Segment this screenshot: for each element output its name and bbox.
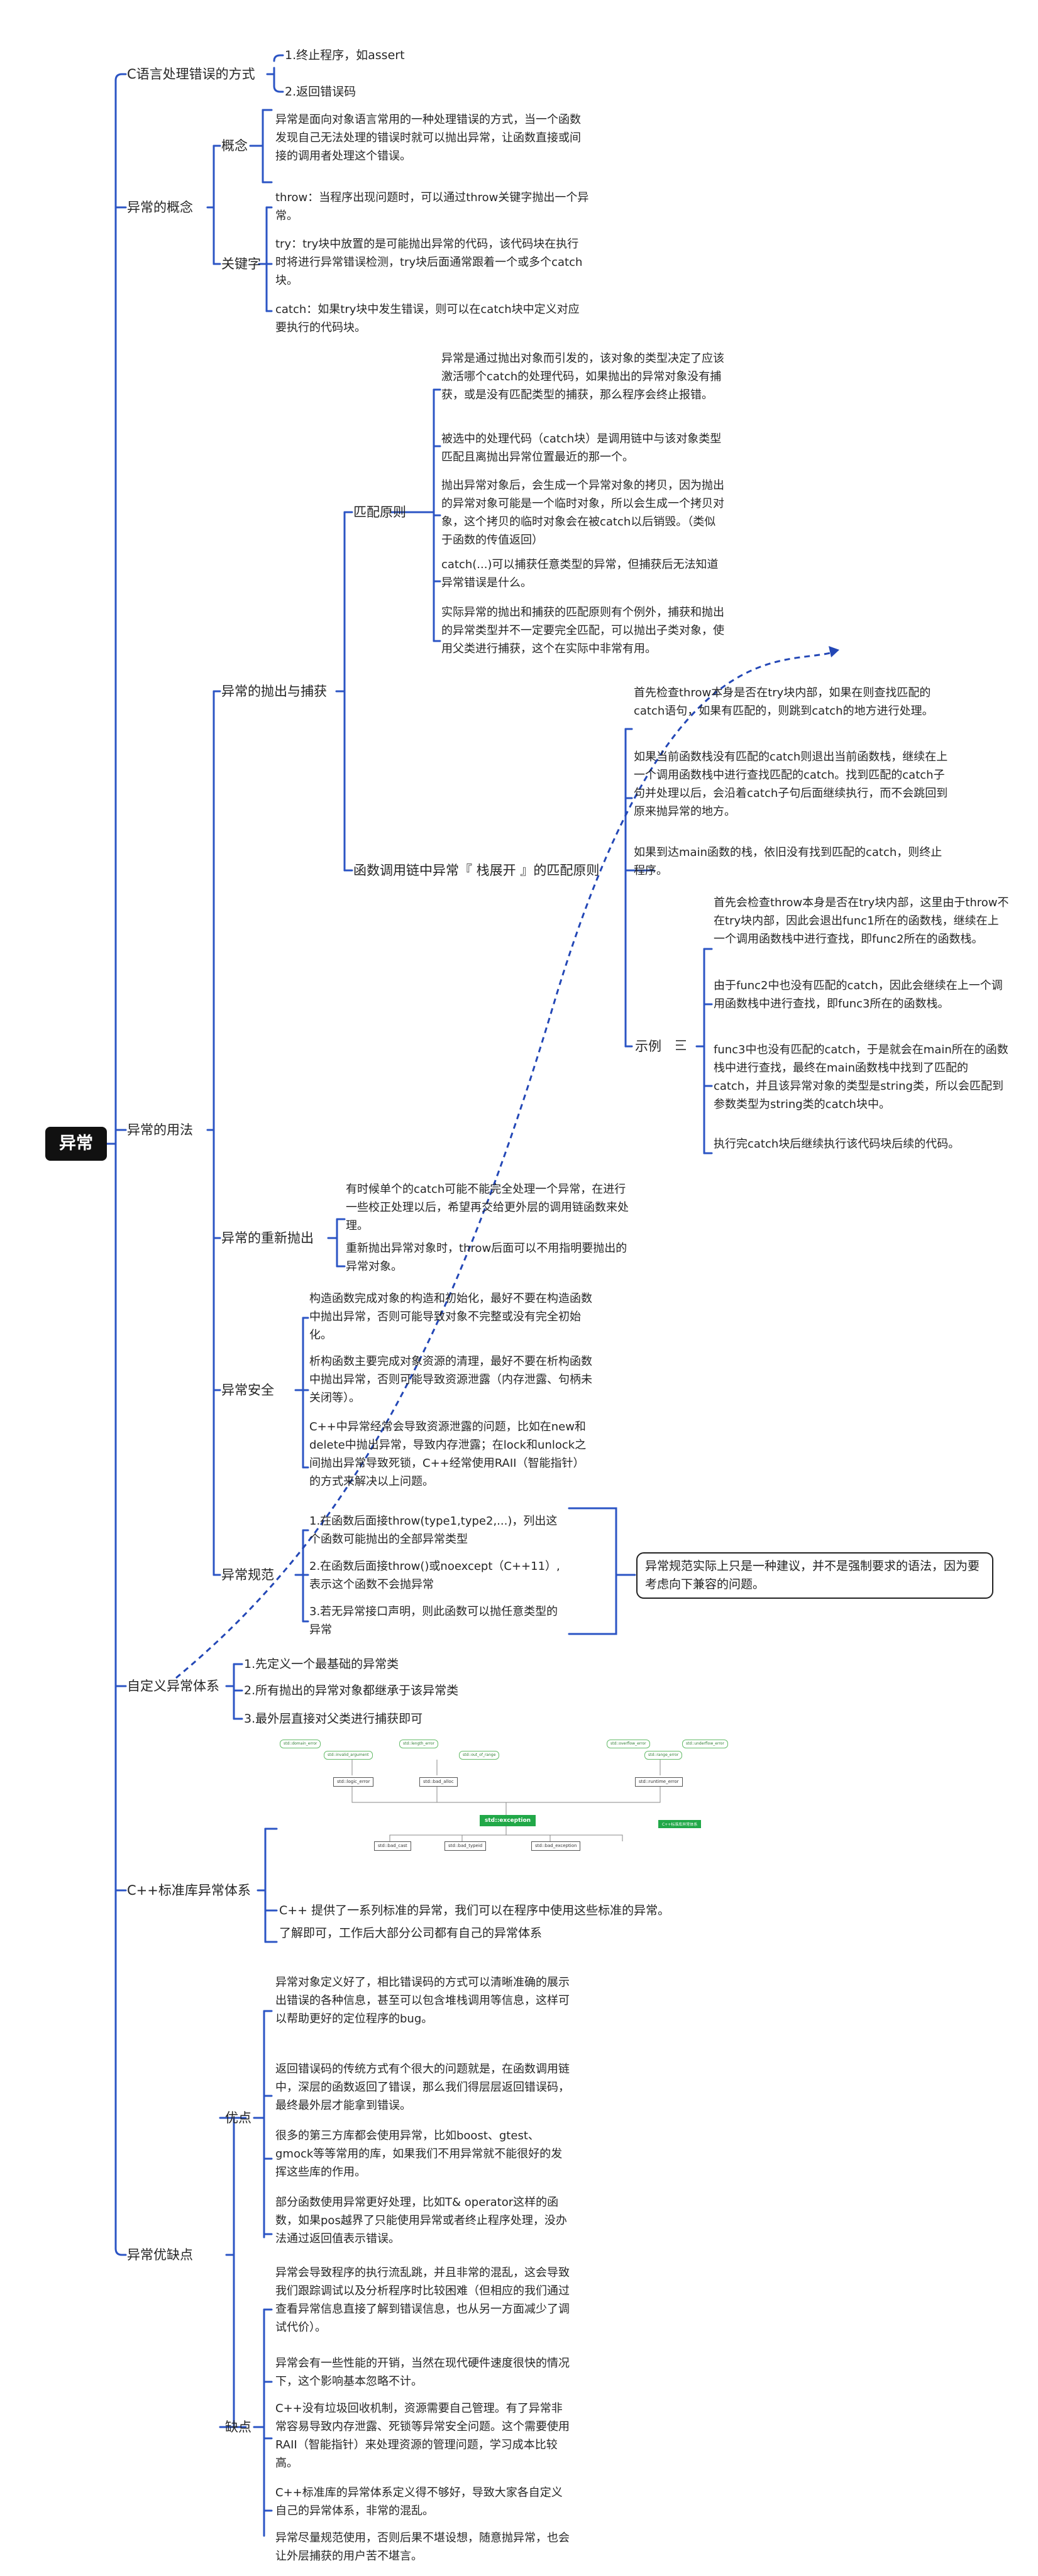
node-cons[interactable]: 缺点 (225, 2420, 251, 2435)
text-cons-5: 异常尽量规范使用，否则后果不堪设想，随意抛异常，也会让外层捕获的用户苦不堪言。 (275, 2531, 570, 2563)
node-c-error-handling[interactable]: C语言处理错误的方式 (127, 67, 255, 82)
hier-center: std::exception (480, 1815, 536, 1826)
text-unwind-3: 如果到达main函数的栈，依旧没有找到匹配的catch，则终止程序。 (634, 846, 942, 877)
text-match-4: catch(...)可以捕获任意类型的异常，但捕获后无法知道异常错误是什么。 (441, 558, 719, 589)
note-spec-callout: 异常规范实际上只是一种建议，并不是强制要求的语法，因为要考虑向下兼容的问题。 (636, 1552, 993, 1599)
text-safety-2: 析构函数主要完成对象资源的清理，最好不要在析构函数中抛出异常，否则可能导致资源泄… (309, 1355, 592, 1405)
text-match-5: 实际异常的抛出和捕获的匹配原则有个例外，捕获和抛出的异常类型并不一定要完全匹配，… (441, 606, 724, 655)
hier-top-3: std::out_of_range (459, 1751, 500, 1760)
std-exception-hierarchy-image: std::domain_error std::invalid_argument … (280, 1735, 732, 1860)
node-exception-safety[interactable]: 异常安全 (221, 1383, 274, 1398)
hier-top-1: std::invalid_argument (324, 1751, 373, 1760)
leaf-std-1: C++ 提供了一系列标准的异常，我们可以在程序中使用这些标准的异常。 (279, 1904, 670, 1917)
arrowhead-icon (829, 646, 839, 657)
text-keyword-catch: catch：如果try块中发生错误，则可以在catch块中定义对应要执行的代码块… (275, 303, 580, 334)
node-exception-spec[interactable]: 异常规范 (221, 1567, 274, 1582)
hier-top-0: std::domain_error (280, 1740, 321, 1748)
node-stack-unwind[interactable]: 函数调用链中异常『 栈展开 』的匹配原则 (353, 863, 600, 878)
text-match-1: 异常是通过抛出对象而引发的，该对象的类型决定了应该激活哪个catch的处理代码，… (441, 352, 724, 402)
text-unwind-2: 如果当前函数栈没有匹配的catch则退出当前函数栈，继续在上一个调用函数栈中进行… (634, 750, 948, 818)
hier-bad-typeid: std::bad_typeid (444, 1841, 487, 1851)
node-throw-catch[interactable]: 异常的抛出与捕获 (221, 684, 327, 699)
hier-tag: C++标准库异常体系 (658, 1820, 702, 1828)
text-rethrow-1: 有时候单个的catch可能不能完全处理一个异常，在进行一些校正处理以后，希望再交… (346, 1183, 629, 1232)
node-keywords[interactable]: 关键字 (221, 256, 261, 271)
hier-runtime-error: std::runtime_error (635, 1777, 683, 1787)
dashed-association-line (175, 651, 834, 1679)
text-pros-3: 很多的第三方库都会使用异常，比如boost、gtest、gmock等等常用的库，… (275, 2129, 563, 2179)
text-keyword-try: try：try块中放置的是可能抛出异常的代码，该代码块在执行时将进行异常错误检测… (275, 238, 583, 287)
text-spec-2: 2.在函数后面接throw()或noexcept（C++11）,表示这个函数不会… (309, 1560, 560, 1591)
text-example-4: 执行完catch块后继续执行该代码块后续的代码。 (714, 1137, 960, 1151)
node-match-rule[interactable]: 匹配原则 (353, 505, 406, 520)
text-concept-def: 异常是面向对象语言常用的一种处理错误的方式，当一个函数发现自己无法处理的错误时就… (275, 113, 581, 163)
node-custom-exception[interactable]: 自定义异常体系 (127, 1679, 219, 1694)
hier-top-6: std::underflow_error (682, 1740, 728, 1748)
text-rethrow-2: 重新抛出异常对象时，throw后面可以不用指明要抛出的异常对象。 (346, 1242, 627, 1273)
node-pros-cons[interactable]: 异常优缺点 (127, 2247, 193, 2262)
hier-bad-exception: std::bad_exception (531, 1841, 581, 1851)
node-std-exception[interactable]: C++标准库异常体系 (127, 1883, 251, 1898)
text-match-3: 抛出异常对象后，会生成一个异常对象的拷贝，因为抛出的异常对象可能是一个临时对象，… (441, 479, 724, 547)
text-safety-1: 构造函数完成对象的构造和初始化，最好不要在构造函数中抛出异常，否则可能导致对象不… (309, 1292, 592, 1342)
text-cons-4: C++标准库的异常体系定义得不够好，导致大家各自定义自己的异常体系，非常的混乱。 (275, 2486, 563, 2518)
leaf-custom-1: 1.先定义一个最基础的异常类 (244, 1657, 399, 1671)
node-exception-usage[interactable]: 异常的用法 (127, 1122, 193, 1137)
text-cons-1: 异常会导致程序的执行流乱跳，并且非常的混乱，这会导致我们跟踪调试以及分析程序时比… (275, 2266, 570, 2334)
text-pros-4: 部分函数使用异常更好处理，比如T& operator这样的函数，如果pos越界了… (275, 2196, 567, 2245)
text-pros-1: 异常对象定义好了，相比错误码的方式可以清晰准确的展示出错误的各种信息，甚至可以包… (275, 1976, 570, 2025)
leaf-c-error-1: 1.终止程序，如assert (285, 48, 405, 62)
text-example-1: 首先会检查throw本身是否在try块内部，这里由于throw不在try块内部，… (714, 896, 1009, 946)
text-match-2: 被选中的处理代码（catch块）是调用链中与该对象类型匹配且离抛出异常位置最近的… (441, 432, 722, 464)
text-cons-3: C++没有垃圾回收机制，资源需要自己管理。有了异常非常容易导致内存泄露、死锁等异… (275, 2402, 570, 2470)
hier-bad-cast: std::bad_cast (374, 1841, 411, 1851)
node-rethrow[interactable]: 异常的重新抛出 (221, 1230, 314, 1246)
text-safety-3: C++中异常经常会导致资源泄露的问题，比如在new和delete中抛出异常，导致… (309, 1420, 587, 1488)
node-pros[interactable]: 优点 (225, 2110, 251, 2125)
leaf-custom-2: 2.所有抛出的异常对象都继承于该异常类 (244, 1684, 459, 1697)
text-unwind-1: 首先检查throw本身是否在try块内部，如果在则查找匹配的catch语句，如果… (634, 686, 934, 718)
root-node[interactable]: 异常 (45, 1127, 107, 1161)
leaf-std-2: 了解即可，工作后大部分公司都有自己的异常体系 (279, 1926, 543, 1940)
hier-top-5: std::range_error (644, 1751, 683, 1760)
leaf-custom-3: 3.最外层直接对父类进行捕获即可 (244, 1712, 423, 1726)
text-pros-2: 返回错误码的传统方式有个很大的问题就是，在函数调用链中，深层的函数返回了错误，那… (275, 2063, 570, 2112)
list-icon (676, 1040, 686, 1050)
hier-top-4: std::overflow_error (607, 1740, 650, 1748)
text-example-2: 由于func2中也没有匹配的catch，因此会继续在上一个调用函数栈中进行查找，… (714, 979, 1003, 1011)
node-concept-def[interactable]: 概念 (221, 138, 248, 153)
text-spec-3: 3.若无异常接口声明，则此函数可以抛任意类型的异常 (309, 1605, 558, 1636)
node-exception-concept[interactable]: 异常的概念 (127, 200, 193, 215)
text-spec-1: 1.在函数后面接throw(type1,type2,...)，列出这个函数可能抛… (309, 1515, 558, 1546)
hier-top-2: std::length_error (399, 1740, 438, 1748)
hier-logic-error: std::logic_error (333, 1777, 374, 1787)
node-example[interactable]: 示例 (635, 1039, 661, 1054)
hier-bad-alloc: std::bad_alloc (419, 1777, 458, 1787)
text-cons-2: 异常会有一些性能的开销，当然在现代硬件速度很快的情况下，这个影响基本忽略不计。 (275, 2357, 570, 2388)
text-example-3: func3中也没有匹配的catch，于是就会在main所在的函数栈中进行查找，最… (714, 1043, 1008, 1111)
leaf-c-error-2: 2.返回错误码 (285, 85, 356, 99)
text-keyword-throw: throw：当程序出现问题时，可以通过throw关键字抛出一个异常。 (275, 191, 589, 222)
